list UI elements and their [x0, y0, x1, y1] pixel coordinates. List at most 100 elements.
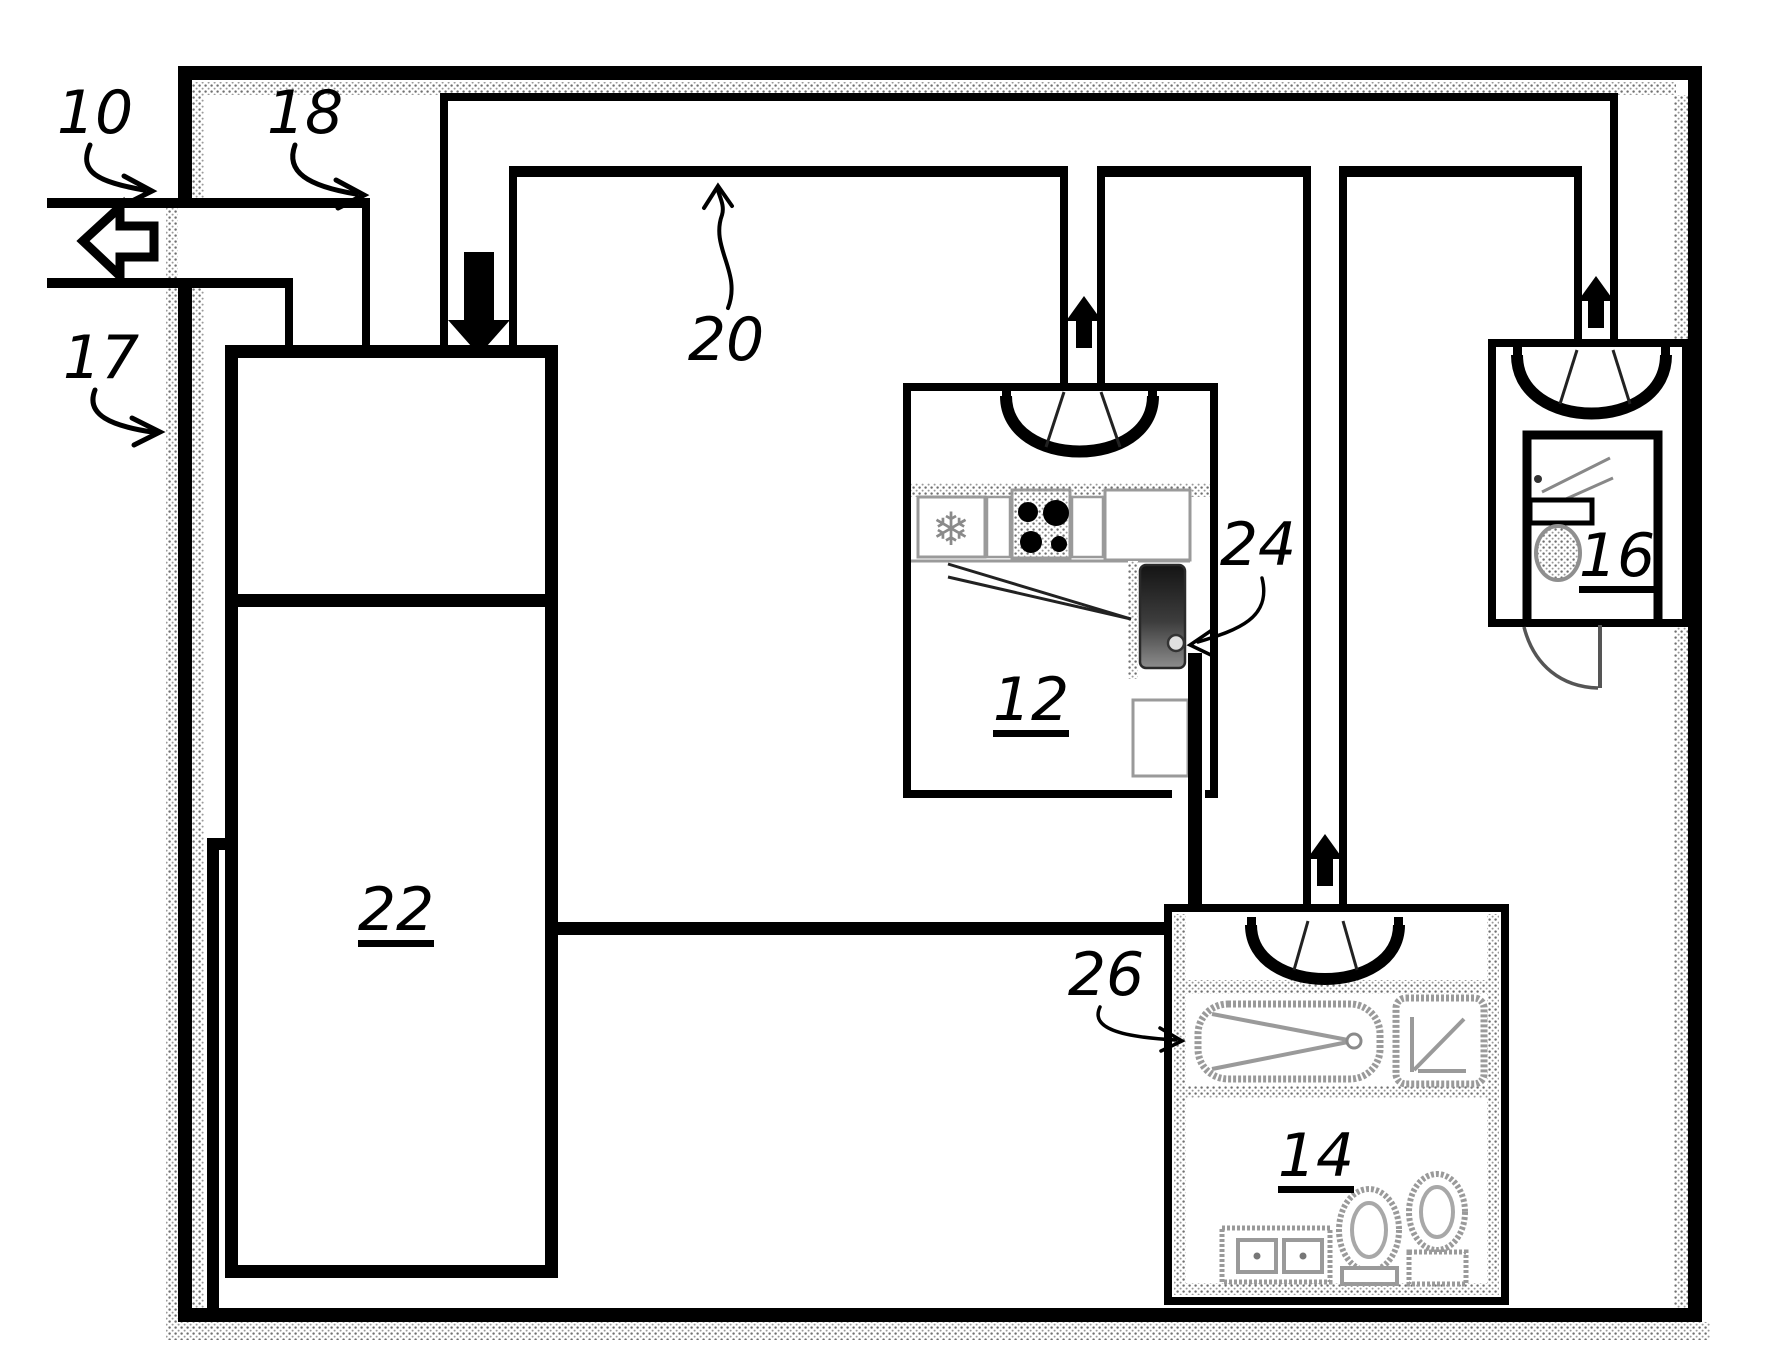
toilet-up-arrow-icon [1578, 276, 1614, 328]
bathroom-room [1164, 904, 1509, 1305]
unit-divider [225, 594, 558, 607]
kitchen-room: ❄ [903, 383, 1218, 798]
shower-stall [1392, 994, 1488, 1088]
label-16-group: 16 [1579, 521, 1655, 593]
bathroom-stipple-bottom [1174, 1283, 1499, 1295]
house-wall-left-lower [178, 288, 192, 1322]
label-24-leader [1186, 576, 1266, 658]
stove-icon [1010, 488, 1072, 560]
bathroom-stipple-divider-2 [1174, 1086, 1499, 1098]
label-12-group: 12 [993, 665, 1069, 737]
exhaust-riser-left [285, 278, 293, 358]
bathtub [1194, 1000, 1384, 1083]
kitchen-counter: ❄ [911, 483, 1210, 679]
label-16-underline [1579, 586, 1655, 593]
unit-drain-line [207, 838, 219, 1310]
counter-right-column [1128, 561, 1138, 679]
toilet-bowl-icon [1534, 524, 1582, 582]
kitchen-wall-top [903, 383, 1218, 391]
label-10: 10 [57, 78, 133, 148]
house-wall-bottom [178, 1308, 1702, 1322]
label-20-leader [702, 182, 734, 310]
label-22: 22 [358, 875, 434, 945]
kitchen-wall-left [903, 383, 911, 798]
label-24: 24 [1220, 510, 1296, 580]
unit-return-duct-left [440, 93, 448, 355]
label-18: 18 [267, 78, 343, 148]
bathroom-toilet-icon [1336, 1186, 1402, 1286]
toilet-branch-right [1610, 96, 1618, 348]
exhaust-outlet-duct [47, 196, 370, 358]
unit-to-bathroom-line [551, 922, 1172, 935]
label-12-underline [993, 730, 1069, 737]
label-26-leader [1096, 1005, 1186, 1053]
kitchen-wall-bottom-1 [903, 790, 1172, 798]
unit-body-fill [225, 345, 558, 1278]
toilet-branch-left [1574, 166, 1582, 348]
unit-wall-bottom [225, 1265, 558, 1278]
exhaust-riser-right [362, 198, 370, 358]
wall-shadow-right [1674, 95, 1688, 1308]
bathroom-bidet-icon [1406, 1171, 1469, 1287]
bathroom-stipple-divider-1 [1174, 980, 1499, 994]
label-12: 12 [993, 665, 1069, 735]
label-20: 20 [688, 305, 764, 375]
bathroom-branch-right [1339, 166, 1347, 918]
toilet-extract-hood-icon [1511, 347, 1672, 420]
bathroom-stipple-right [1487, 914, 1499, 1295]
collector-duct-bottom-edge-3 [1339, 166, 1582, 177]
kitchen-cabinet [1131, 698, 1190, 778]
kitchen-wall-right [1210, 383, 1218, 798]
counter-cell-2 [1070, 495, 1105, 559]
wash-basin-icon [1527, 497, 1595, 526]
kitchen-extractor-hood-icon [1000, 389, 1159, 458]
exhaust-outflow-arrow-icon [76, 196, 159, 287]
collector-duct-bottom-edge-1 [517, 166, 1068, 177]
counter-cell-1 [985, 495, 1012, 559]
house-wall-left-upper [178, 66, 192, 198]
counter-corner-cell [1103, 488, 1192, 562]
label-17: 17 [63, 323, 139, 393]
label-26: 26 [1068, 940, 1144, 1010]
label-14: 14 [1278, 1121, 1354, 1191]
unit-return-duct-right [509, 166, 517, 355]
label-14-underline [1278, 1186, 1354, 1193]
bathroom-branch-left [1303, 166, 1311, 918]
bathroom-extract-hood-icon [1245, 917, 1405, 985]
duct-network [440, 93, 1618, 918]
kitchen-sink [1138, 563, 1187, 670]
wall-shadow-bottom [170, 1322, 1710, 1340]
label-17-leader [90, 387, 166, 448]
kitchen-wall-bottom-2 [1205, 790, 1218, 798]
unit-wall-left [225, 345, 238, 1278]
label-10-leader [84, 142, 158, 207]
label-22-group: 22 [358, 875, 434, 947]
label-22-underline [358, 940, 434, 947]
kitchen-branch-left [1060, 166, 1068, 390]
snowflake-icon: ❄ [932, 502, 971, 556]
label-18-leader [290, 142, 370, 211]
spray-dot [1534, 475, 1542, 483]
label-14-group: 14 [1278, 1121, 1354, 1193]
bathroom-stipple-left [1174, 914, 1186, 1295]
kitchen-branch-right [1097, 166, 1105, 390]
sink-sensor-dot [1166, 633, 1186, 653]
airflow-down-arrow-icon [448, 252, 510, 355]
wall-shadow-left-lower [192, 288, 204, 1308]
kitchen-up-arrow-icon [1066, 296, 1102, 348]
outlet-duct-top-edge [47, 198, 370, 208]
label-16: 16 [1579, 521, 1655, 591]
airflow-arrows [448, 252, 1614, 886]
fridge-icon [916, 495, 987, 559]
unit-wall-top [225, 345, 558, 358]
toilet-door [1522, 625, 1602, 690]
ventilation-unit [207, 345, 1172, 1310]
switch-panel [1219, 1225, 1333, 1285]
kitchen-table-lines [947, 562, 1132, 621]
outlet-duct-bottom-edge [47, 278, 293, 288]
house-wall-right [1688, 66, 1702, 1322]
wall-shadow-left-upper [192, 95, 204, 198]
reference-labels: 10 18 17 20 22 12 14 [57, 78, 1655, 1193]
collector-duct-bottom-edge-2 [1097, 166, 1311, 177]
